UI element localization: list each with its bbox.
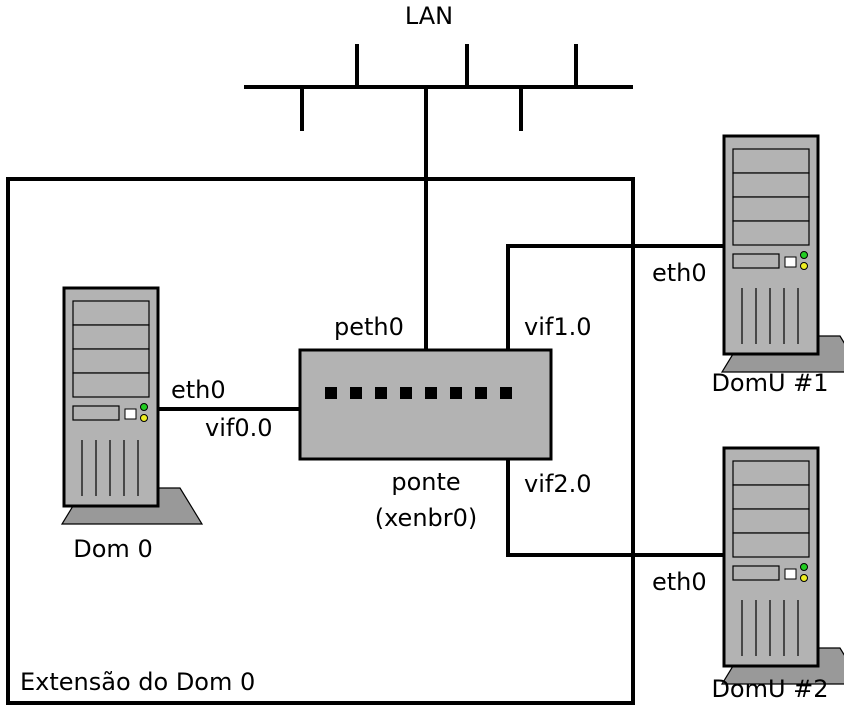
server-tower-icon	[720, 446, 844, 686]
bridge-ports	[325, 387, 512, 399]
vif0-0-label: vif0.0	[205, 414, 273, 442]
bridge-name-label: ponte	[391, 468, 460, 496]
peth0-label: peth0	[334, 313, 404, 341]
bridge-id-label: (xenbr0)	[375, 504, 478, 532]
bridge-port	[450, 387, 462, 399]
dom0-extent-box	[6, 177, 635, 705]
bridge-port	[400, 387, 412, 399]
bridge-port	[425, 387, 437, 399]
bridge-port	[475, 387, 487, 399]
bridge-port	[350, 387, 362, 399]
lan-bus	[244, 44, 633, 131]
server-tower-icon	[720, 134, 844, 374]
dom0-eth0-label: eth0	[171, 376, 226, 404]
dom0-extent-label: Extensão do Dom 0	[20, 668, 255, 696]
vif1-0-label: vif1.0	[524, 313, 592, 341]
lan-label: LAN	[405, 2, 453, 30]
domu2-eth0-label: eth0	[652, 568, 707, 596]
domu2-server	[720, 446, 844, 686]
bridge-port	[500, 387, 512, 399]
domu1-eth0-label: eth0	[652, 259, 707, 287]
bridge-port	[375, 387, 387, 399]
connection-wires	[158, 87, 726, 557]
domu1-label: DomU #1	[711, 369, 828, 397]
dom0-label: Dom 0	[73, 535, 152, 563]
dom0-server	[60, 286, 204, 526]
server-tower-icon	[60, 286, 204, 526]
domu1-server	[720, 134, 844, 374]
bridge-port	[325, 387, 337, 399]
network-bridge-icon	[298, 348, 553, 461]
vif2-0-label: vif2.0	[524, 470, 592, 498]
domu2-label: DomU #2	[711, 675, 828, 703]
bridge-xenbr0	[298, 348, 553, 461]
